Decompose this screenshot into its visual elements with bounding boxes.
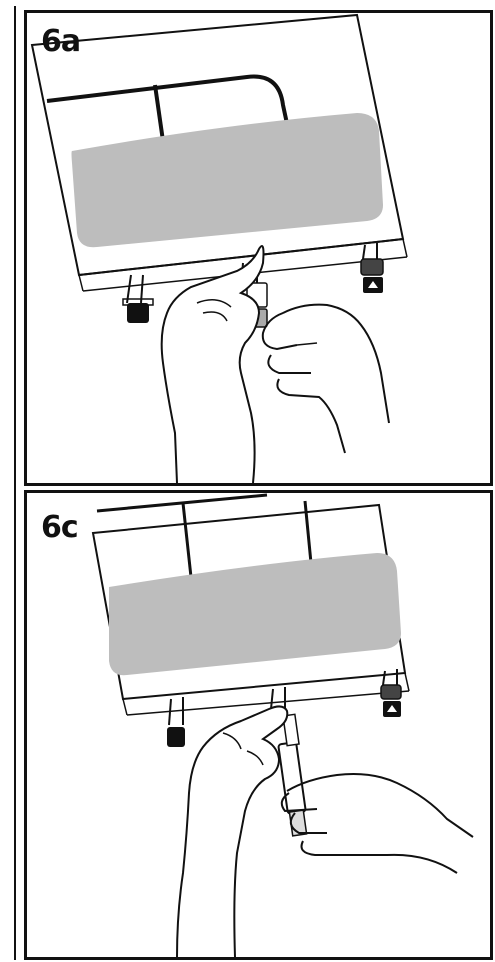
left-hand [160,245,265,483]
left-hand [176,705,289,957]
lid-divider-right [303,500,313,564]
illustration-6a [30,13,408,483]
left-connector-cap [167,727,185,747]
lid-divider [153,84,165,142]
device-bottom-edge [78,238,404,276]
syringe-tip [282,713,300,747]
lid-divider-left [181,502,193,578]
step-panel-6c: 6c [24,490,493,960]
step-label-6c: 6c [41,510,79,545]
left-connector-cap [127,303,149,323]
right-hand [261,303,390,454]
lid-outline [46,74,291,134]
illustration-6c [91,493,474,957]
right-connector-clamp [380,684,402,700]
right-connector-clamp [360,258,384,276]
device-lower-band [126,690,410,716]
step-label-6a: 6a [41,24,81,59]
device-top-edge [96,493,268,513]
gray-bag [71,113,383,248]
right-hand [280,773,474,874]
left-margin-strip [4,6,16,960]
gray-bag [109,553,401,676]
step-panel-6a: 6a [24,10,493,486]
